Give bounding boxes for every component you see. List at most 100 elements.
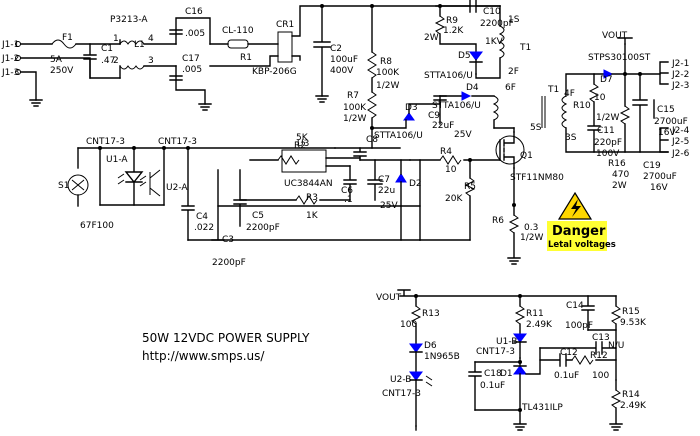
d4-label: D4: [466, 83, 479, 93]
d1-part: TL431ILP: [521, 403, 563, 413]
r10-symbol: [588, 83, 600, 103]
cnt17-3a-label: CNT17-3: [86, 137, 125, 147]
r16-label: R16: [608, 159, 626, 169]
r3-label: R3: [306, 193, 318, 203]
r9-power: 2W: [424, 33, 439, 43]
t1-4f-label: 4F: [564, 89, 575, 99]
d2-diode-symbol: [395, 173, 407, 183]
c11-value: 220pF: [594, 138, 622, 148]
c19-value: 2700uF: [643, 172, 677, 182]
u2b-label: U2-B: [390, 375, 411, 385]
r14-symbol: [610, 389, 622, 409]
aux-winding-section: D3 STTA106/U C9 22uF 25V D4 STTA106/U 6F…: [370, 83, 542, 149]
c13-value: N/U: [608, 341, 624, 351]
svg-text:3: 3: [148, 56, 154, 66]
c17-value: .005: [182, 65, 202, 75]
r12-value: 100: [592, 371, 609, 381]
r4-symbol: [439, 155, 462, 165]
r5-symbol: [464, 177, 476, 197]
r2-label: R2: [294, 141, 306, 151]
r6-value: 0.3: [524, 223, 538, 233]
c10-voltage: 1KV: [485, 37, 504, 47]
c18-value: 0.1uF: [480, 381, 505, 391]
r13-symbol: [410, 305, 422, 325]
c7-label: C7: [378, 175, 390, 185]
r11-label: R11: [526, 309, 544, 319]
t1-2f-label: 2F: [508, 67, 519, 77]
danger-warning: Danger Letal voltages: [547, 191, 616, 251]
u2a-opto-symbol: [149, 169, 161, 197]
c18-symbol: [468, 361, 482, 411]
u1a-opto-symbol: [124, 147, 144, 206]
r5-label: R5: [464, 182, 476, 192]
svg-text:2: 2: [113, 56, 119, 66]
f1-rating: 5A: [50, 55, 63, 65]
q1-part: STF11NM80: [510, 173, 564, 183]
c12-value: 0.1uF: [554, 371, 579, 381]
danger-heading: Danger: [552, 224, 606, 239]
c2-value: 100uF: [330, 55, 358, 65]
u2a-label: U2-A: [166, 183, 188, 193]
c11-label: C11: [597, 126, 615, 136]
u1b-opto-led-symbol: [513, 333, 527, 343]
r2-value: 5K: [296, 133, 309, 143]
svg-text:4: 4: [148, 34, 154, 44]
r8-power: 1/2W: [376, 81, 399, 91]
f1-voltage: 250V: [50, 66, 74, 76]
u3-label: U3: [297, 139, 309, 149]
control-section: CNT17-3 CNT17-3 S1 67F100 U1-A U2-A C4 .…: [58, 127, 564, 268]
r12-label: R12: [590, 351, 608, 361]
c1-symbol: [83, 43, 97, 79]
r13-label: R13: [422, 309, 440, 319]
r10-value: 10: [594, 93, 606, 103]
d7-diode-symbol: [603, 69, 614, 79]
r1-thermistor-symbol: [227, 39, 249, 49]
c4-symbol: [181, 147, 195, 241]
r1-part: CL-110: [222, 26, 254, 36]
r14-value: 2.49K: [620, 401, 647, 411]
earth-ground-1: [29, 99, 43, 107]
r4-value: 10: [445, 165, 457, 175]
c17-label: C17: [182, 54, 200, 64]
c10-value: 2200pF: [480, 19, 514, 29]
c3-value: 2200pF: [212, 258, 246, 268]
r15-value: 9.53K: [620, 318, 647, 328]
t1-aux-winding: [492, 95, 499, 121]
d6-label: D6: [424, 341, 437, 351]
c1-label: C1: [101, 44, 113, 54]
d6-part: 1N965B: [424, 352, 460, 362]
j1-3-label: J1-3: [1, 68, 19, 78]
r3-symbol: [295, 195, 318, 205]
t1b-label: T1: [547, 85, 559, 95]
c19-voltage: 16V: [650, 183, 668, 193]
c9-voltage: 25V: [454, 130, 472, 140]
c2-symbol: [313, 5, 331, 97]
secondary-section: T1 4F 3S VOUT STPS30100ST D7 R10 10 1/2W…: [541, 31, 690, 193]
u1b-label: U1-B: [496, 337, 517, 347]
c15-symbol: [632, 73, 648, 153]
danger-subtext: Letal voltages: [548, 240, 616, 250]
j2-3-label: J2-3: [671, 81, 689, 91]
svg-text:1: 1: [113, 34, 119, 44]
d3-part: STTA106/U: [374, 131, 423, 141]
d3-label: D3: [405, 103, 418, 113]
u2b-part: CNT17-3: [382, 389, 421, 399]
c14-label: C14: [566, 301, 584, 311]
r4-label: R4: [440, 147, 452, 157]
r6-symbol: [508, 214, 520, 234]
u2b-opto-led-symbol: [409, 371, 423, 381]
j2-5-label: J2-5: [671, 137, 689, 147]
d7-label: D7: [600, 75, 613, 85]
r11-value: 2.49K: [526, 320, 553, 330]
cr1-bridge-symbol: [277, 31, 293, 63]
q1-label: Q1: [520, 151, 533, 161]
c10-symbol: [469, 0, 477, 13]
input-section: J1-1 J1-2 J1-3 F1 5A 250V C1 .47 P3213-A…: [1, 5, 323, 111]
j2-4-label: J2-4: [671, 126, 690, 136]
t1-primary-winding: [498, 25, 505, 59]
c6-label: C6: [341, 186, 353, 196]
c19-label: C19: [643, 161, 661, 171]
cr1-label: CR1: [276, 20, 294, 30]
t1-1s-label: 1S: [508, 15, 520, 25]
